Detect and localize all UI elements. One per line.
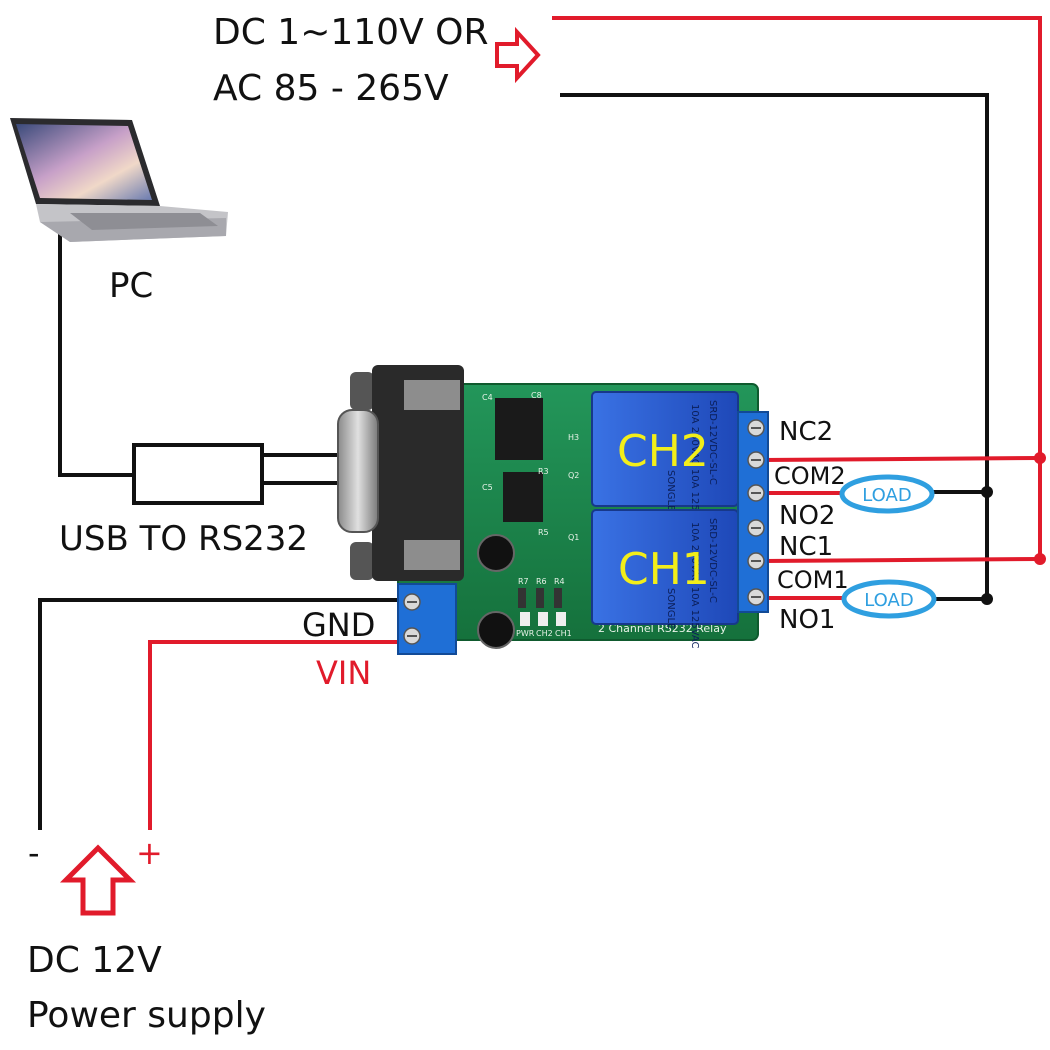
input-arrow-icon xyxy=(495,26,541,84)
terminal-nc2: NC2 xyxy=(779,417,833,447)
relay-board: C4 C8 H3 R3 Q2 C5 R5 Q1 R7 R6 R4 PWR CH2… xyxy=(337,365,769,655)
relay-rating-text: 10A 250VAC 10A 125VAC xyxy=(689,404,700,531)
board-silkscreen: 2 Channel RS232 Relay xyxy=(598,622,727,635)
hv-line-red-wire xyxy=(552,16,1042,558)
supply-plus-label: + xyxy=(136,834,163,872)
input-voltage-line1: DC 1~110V OR xyxy=(213,12,489,53)
led-pwr-label: PWR xyxy=(516,629,535,638)
supply-label-line2: Power supply xyxy=(27,995,266,1036)
wires xyxy=(38,16,1046,830)
relay-ch1: SRD-12VDC-SL-C 10A 250VAC 10A 125VAC SON… xyxy=(591,509,739,649)
usb-converter-label: USB TO RS232 xyxy=(59,519,308,559)
svg-text:C5: C5 xyxy=(482,483,493,492)
relay-model-text: SRD-12VDC-SL-C xyxy=(707,518,718,603)
output-terminal-block xyxy=(737,411,769,613)
com1-red-wire xyxy=(759,557,1041,563)
relay-brand-text: SONGLE xyxy=(665,470,676,511)
pc-usb-cable xyxy=(58,232,134,477)
junction-dot-black-bottom xyxy=(981,593,993,605)
load2-label: LOAD xyxy=(862,485,911,506)
laptop-icon xyxy=(10,118,228,242)
terminal-com1: COM1 xyxy=(777,566,849,594)
pc-label: PC xyxy=(109,266,153,306)
vin-red-wire xyxy=(148,640,400,830)
hv-line-black-wire xyxy=(560,93,989,600)
vin-label: VIN xyxy=(316,654,371,692)
com2-red-wire xyxy=(759,456,1041,462)
load1-label: LOAD xyxy=(864,590,913,611)
input-voltage-line2: AC 85 - 265V xyxy=(213,68,449,109)
terminal-nc1: NC1 xyxy=(779,532,833,562)
svg-text:R7: R7 xyxy=(518,577,529,586)
svg-text:R5: R5 xyxy=(538,528,549,537)
junction-dot-red-top xyxy=(1034,452,1046,464)
ch1-label: CH1 xyxy=(618,544,710,595)
load-ch2: LOAD xyxy=(839,474,935,514)
supply-arrow-icon xyxy=(59,844,137,916)
led-ch1-label: CH1 xyxy=(555,629,572,638)
relay-brand-text: SONGLE xyxy=(665,588,676,629)
svg-text:R3: R3 xyxy=(538,467,549,476)
usb-rs232-converter xyxy=(132,443,264,505)
svg-text:C8: C8 xyxy=(531,391,542,400)
svg-text:Q1: Q1 xyxy=(568,533,579,542)
power-terminal-block xyxy=(397,583,457,655)
db9-connector xyxy=(337,365,464,581)
load-ch1: LOAD xyxy=(841,579,937,619)
gnd-black-wire xyxy=(38,598,400,830)
relay-model-text: SRD-12VDC-SL-C xyxy=(707,400,718,485)
svg-text:H3: H3 xyxy=(568,433,579,442)
supply-label-line1: DC 12V xyxy=(27,940,162,981)
relay-rating-text: 10A 250VAC 10A 125VAC xyxy=(689,522,700,649)
ch2-label: CH2 xyxy=(617,426,709,477)
gnd-label: GND xyxy=(302,606,375,644)
supply-minus-label: - xyxy=(28,834,40,872)
svg-text:C4: C4 xyxy=(482,393,493,402)
svg-text:R4: R4 xyxy=(554,577,565,586)
svg-text:R6: R6 xyxy=(536,577,547,586)
terminal-no1: NO1 xyxy=(779,605,835,635)
led-ch2-label: CH2 xyxy=(536,629,553,638)
terminal-com2: COM2 xyxy=(774,462,846,490)
junction-dot-black-top xyxy=(981,486,993,498)
svg-text:Q2: Q2 xyxy=(568,471,579,480)
junction-dot-red-bottom xyxy=(1034,553,1046,565)
terminal-no2: NO2 xyxy=(779,501,835,531)
